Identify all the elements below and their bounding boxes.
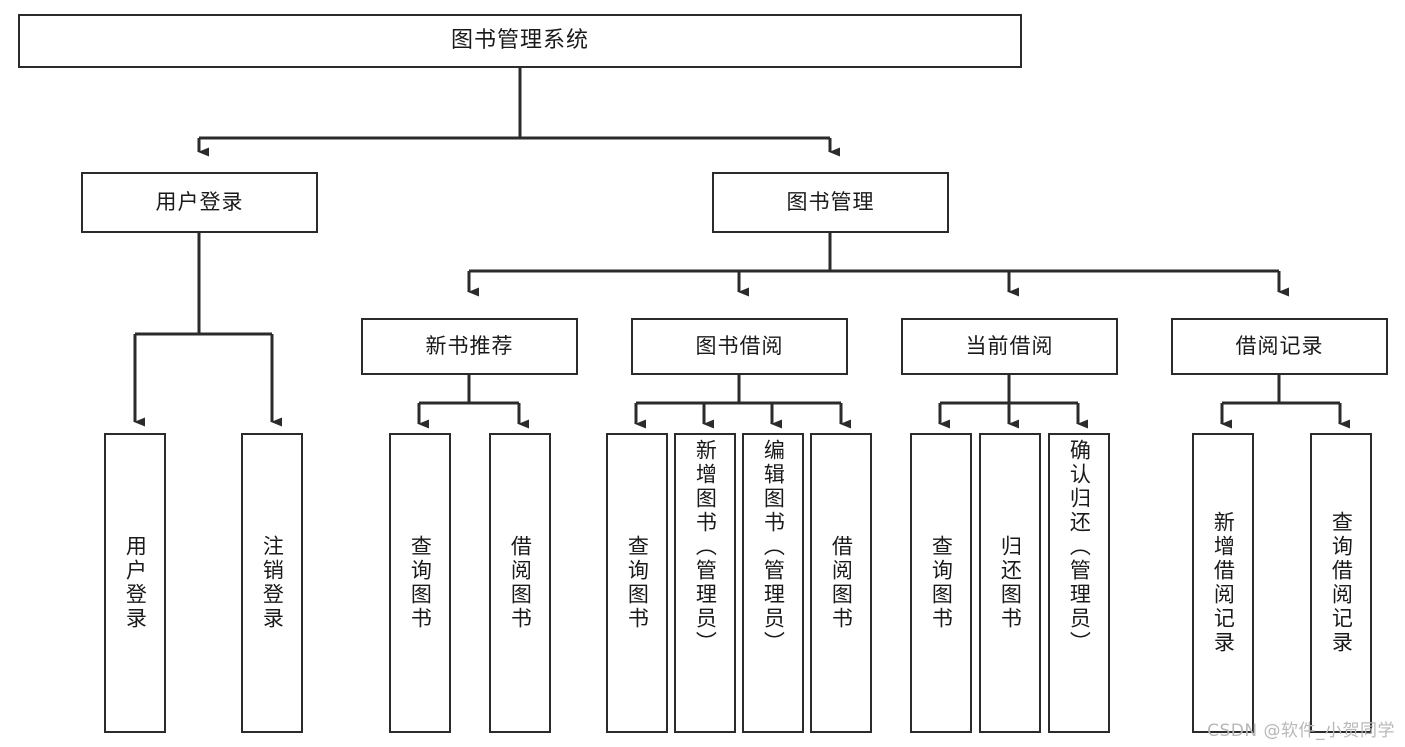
node-leaf-query-book-2-label: 查询图书 — [625, 535, 650, 631]
node-book-manage-label: 图书管理 — [786, 189, 875, 214]
node-current-borrow-label: 当前借阅 — [965, 333, 1054, 358]
node-borrow-record[interactable]: 借阅记录 — [1171, 318, 1388, 375]
node-book-manage[interactable]: 图书管理 — [712, 172, 949, 233]
node-leaf-user-logout-label: 注销登录 — [260, 535, 285, 631]
node-leaf-add-record[interactable]: 新增借阅记录 — [1192, 433, 1254, 733]
node-leaf-borrow-book-1[interactable]: 借阅图书 — [489, 433, 551, 733]
node-leaf-query-book-2[interactable]: 查询图书 — [606, 433, 668, 733]
watermark: CSDN @软件_小贺同学 — [1207, 721, 1395, 741]
node-leaf-borrow-book-2[interactable]: 借阅图书 — [810, 433, 872, 733]
node-leaf-return-book[interactable]: 归还图书 — [979, 433, 1041, 733]
node-leaf-query-book-1[interactable]: 查询图书 — [389, 433, 451, 733]
node-leaf-add-book[interactable]: 新增图书（管理员） — [674, 433, 736, 733]
node-borrow-record-label: 借阅记录 — [1235, 333, 1324, 358]
node-leaf-confirm-return-label: 确认归还（管理员） — [1067, 439, 1092, 655]
node-leaf-query-record-label: 查询借阅记录 — [1329, 511, 1354, 655]
node-leaf-add-book-label: 新增图书（管理员） — [693, 439, 718, 655]
node-leaf-borrow-book-1-label: 借阅图书 — [508, 535, 533, 631]
node-leaf-query-book-1-label: 查询图书 — [408, 535, 433, 631]
node-leaf-user-login-label: 用户登录 — [123, 535, 148, 631]
node-leaf-query-book-3[interactable]: 查询图书 — [910, 433, 972, 733]
node-leaf-edit-book-label: 编辑图书（管理员） — [761, 439, 786, 655]
node-leaf-query-book-3-label: 查询图书 — [929, 535, 954, 631]
node-root-label: 图书管理系统 — [450, 27, 589, 53]
node-leaf-user-logout[interactable]: 注销登录 — [241, 433, 303, 733]
node-new-book-rec-label: 新书推荐 — [425, 333, 514, 358]
node-user-login[interactable]: 用户登录 — [81, 172, 318, 233]
node-new-book-rec[interactable]: 新书推荐 — [361, 318, 578, 375]
node-leaf-query-record[interactable]: 查询借阅记录 — [1310, 433, 1372, 733]
node-book-borrow-label: 图书借阅 — [695, 333, 784, 358]
node-root[interactable]: 图书管理系统 — [18, 14, 1022, 68]
node-current-borrow[interactable]: 当前借阅 — [901, 318, 1118, 375]
node-leaf-add-record-label: 新增借阅记录 — [1211, 511, 1236, 655]
node-book-borrow[interactable]: 图书借阅 — [631, 318, 848, 375]
node-leaf-return-book-label: 归还图书 — [998, 535, 1023, 631]
node-leaf-user-login[interactable]: 用户登录 — [104, 433, 166, 733]
node-leaf-borrow-book-2-label: 借阅图书 — [829, 535, 854, 631]
node-user-login-label: 用户登录 — [155, 189, 244, 214]
node-leaf-confirm-return[interactable]: 确认归还（管理员） — [1048, 433, 1110, 733]
node-leaf-edit-book[interactable]: 编辑图书（管理员） — [742, 433, 804, 733]
